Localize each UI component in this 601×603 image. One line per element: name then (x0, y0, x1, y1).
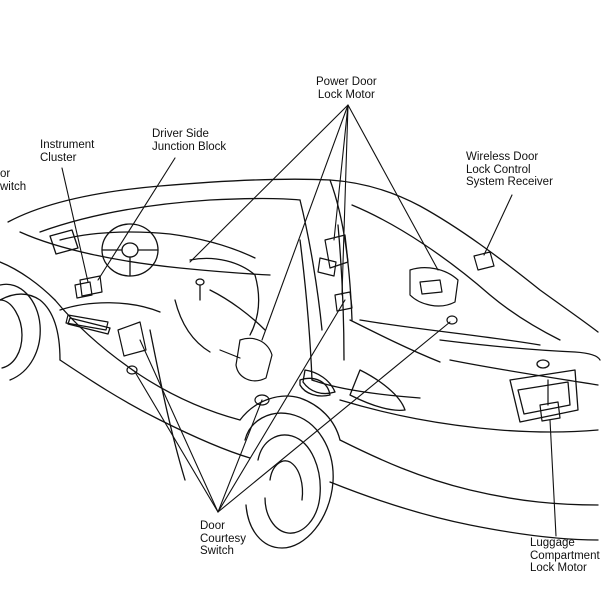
lock-motor-rear (409, 267, 459, 307)
front-courtesy-switch (117, 321, 147, 357)
lock-motor-center (334, 291, 353, 312)
leader-lines (61, 104, 557, 537)
components (65, 234, 561, 422)
luggage-lock-motor (539, 401, 561, 422)
label-luggage-compartment-lock-motor: Luggage Compartment Lock Motor (530, 537, 600, 574)
junction-block (79, 275, 103, 297)
label-door-courtesy-switch: Door Courtesy Switch (200, 520, 247, 557)
lock-motor-front (324, 234, 349, 269)
label-instrument-cluster: Instrument Cluster (40, 139, 95, 164)
label-driver-side-junction-block: Driver Side Junction Block (152, 128, 227, 153)
label-power-door-lock-motor: Power Door Lock Motor (316, 76, 377, 101)
door-lock-switch (65, 314, 109, 331)
lock-motor-left (235, 337, 273, 382)
label-wireless-receiver: Wireless Door Lock Control System Receiv… (466, 151, 553, 188)
instrument-cluster (74, 281, 93, 299)
label-door-lock-switch-partial: or witch (0, 168, 27, 193)
